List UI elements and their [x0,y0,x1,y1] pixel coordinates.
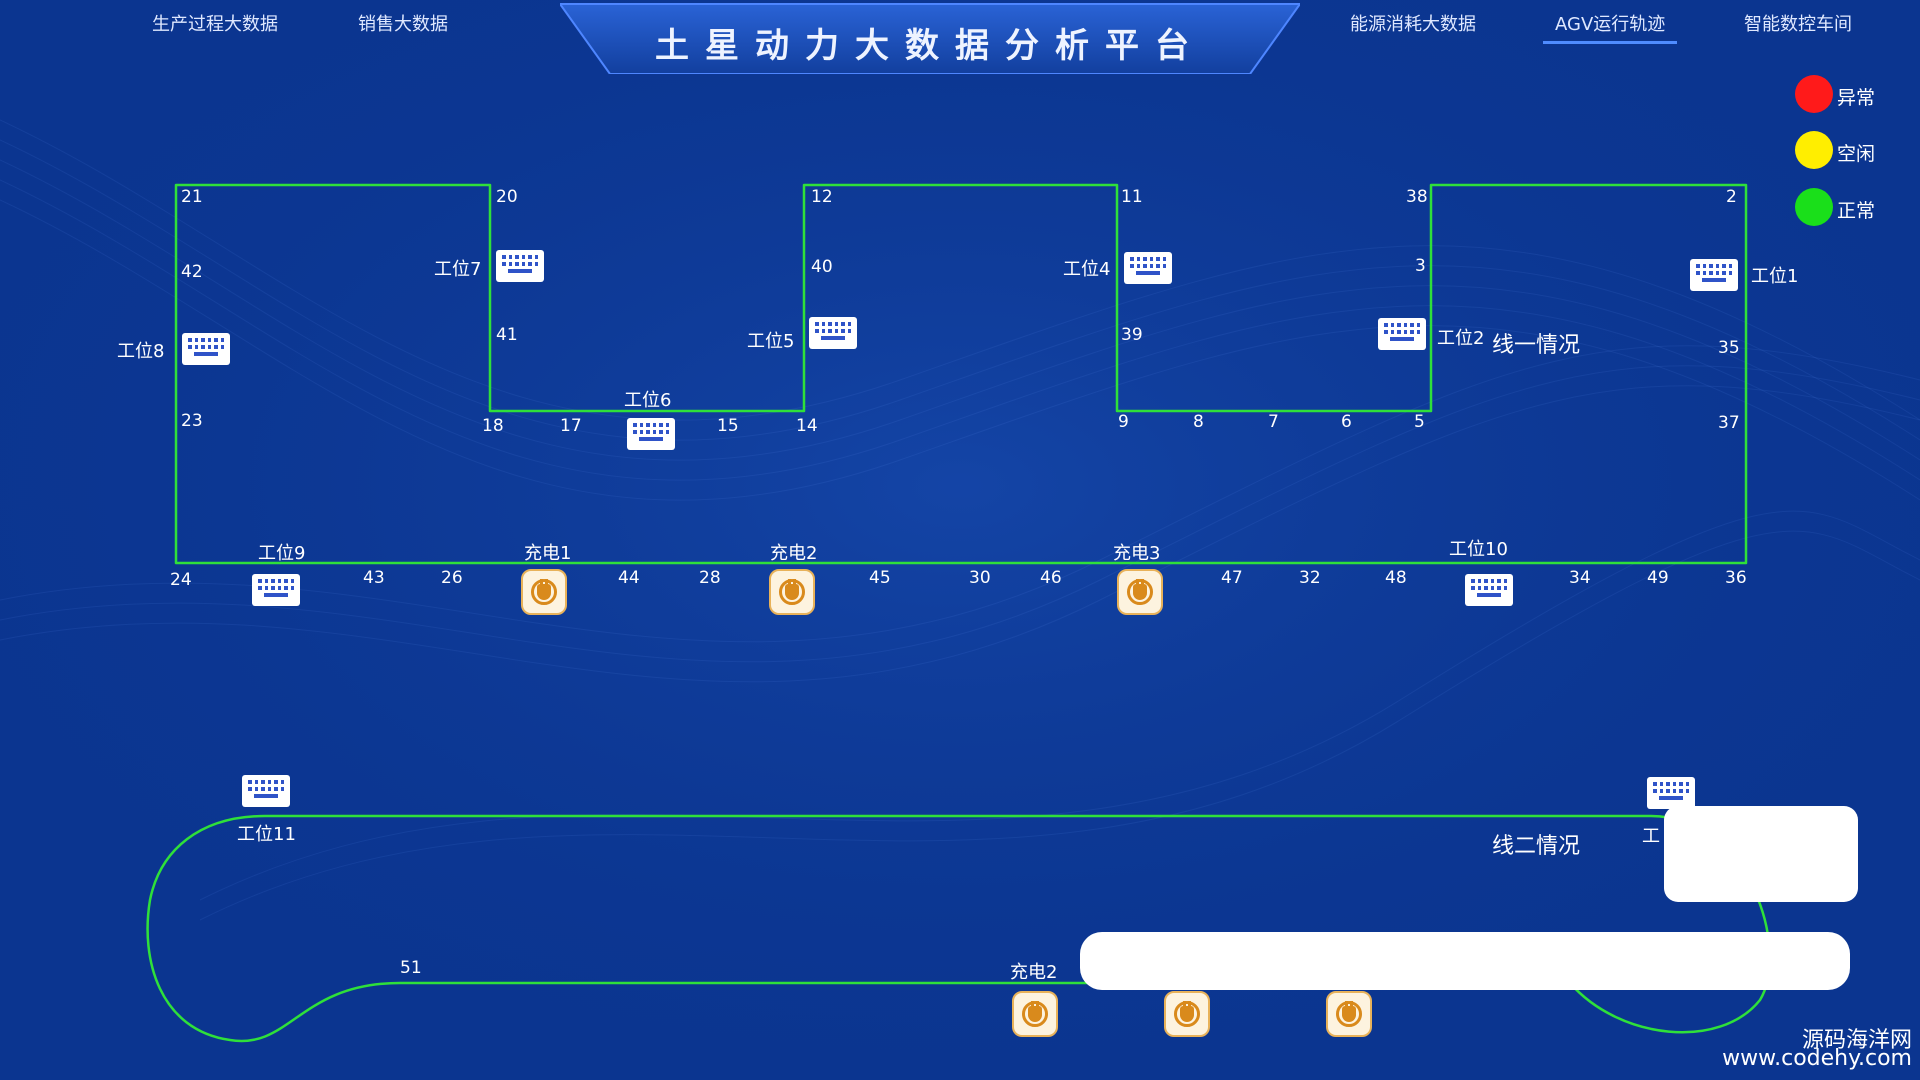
charger-2-icon[interactable] [769,569,815,615]
track-node: 26 [441,568,463,588]
station-label-7: 工位7 [434,259,482,280]
status-dot-red [1795,75,1833,113]
track-node: 32 [1299,568,1321,588]
station-label-12: 工 [1642,826,1660,847]
station-label-10: 工位10 [1449,539,1508,560]
station-label-2: 工位2 [1437,328,1485,349]
tab-production[interactable]: 生产过程大数据 [152,14,278,35]
station-label-4: 工位4 [1063,259,1111,280]
track-node: 11 [1121,187,1143,207]
station-4-icon[interactable] [1124,252,1172,284]
station-12-icon[interactable] [1647,777,1695,809]
charger-line2-b-icon[interactable] [1164,991,1210,1037]
track-node: 39 [1121,325,1143,345]
track-node: 6 [1341,412,1352,432]
track-node: 40 [811,257,833,277]
track-node: 21 [181,187,203,207]
track-node: 24 [170,570,192,590]
station-10-icon[interactable] [1465,574,1513,606]
track-node: 30 [969,568,991,588]
track-node: 23 [181,411,203,431]
watermark-url: www.codehy.com [1722,1046,1912,1071]
charger-label-1: 充电1 [524,543,572,564]
station-label-11: 工位11 [237,824,296,845]
station-9-icon[interactable] [252,574,300,606]
charger-line2-a-icon[interactable] [1012,991,1058,1037]
track-node: 2 [1726,187,1737,207]
track-node: 36 [1725,568,1747,588]
track-node: 8 [1193,412,1204,432]
track-node: 20 [496,187,518,207]
track-node: 3 [1415,256,1426,276]
track-node: 46 [1040,568,1062,588]
legend-label: 空闲 [1837,143,1876,165]
tab-agv-track[interactable]: AGV运行轨迹 [1543,10,1678,44]
station-6-icon[interactable] [627,418,675,450]
station-label-9: 工位9 [258,543,306,564]
station-1-icon[interactable] [1690,259,1738,291]
station-7-icon[interactable] [496,250,544,282]
charger-label-3: 充电3 [1113,543,1161,564]
line2-title: 线二情况 [1492,834,1581,859]
watermark: 源码海洋网 [1801,1028,1912,1053]
tab-cnc-workshop[interactable]: 智能数控车间 [1744,14,1852,35]
track-node: 7 [1268,412,1279,432]
track-node: 5 [1414,412,1425,432]
charger-line2-c-icon[interactable] [1326,991,1372,1037]
title-plate [560,3,1300,74]
status-dot-yellow [1795,131,1833,169]
track-node: 35 [1718,338,1740,358]
track-node: 44 [618,568,640,588]
tab-sales[interactable]: 销售大数据 [358,14,448,35]
page-title: 土星动力大数据分析平台 [655,26,1205,66]
station-11-icon[interactable] [242,775,290,807]
station-8-icon[interactable] [182,333,230,365]
track-node: 18 [482,416,504,436]
track-node: 12 [811,187,833,207]
track-node: 45 [869,568,891,588]
charger-label-line2: 充电2 [1010,962,1058,983]
charger-label-2: 充电2 [770,543,818,564]
track-node: 38 [1406,187,1428,207]
track-node: 51 [400,958,422,978]
track-node: 17 [560,416,582,436]
charger-3-icon[interactable] [1117,569,1163,615]
track-node: 43 [363,568,385,588]
track-node: 49 [1647,568,1669,588]
redaction-mask [1664,806,1858,902]
track-node: 47 [1221,568,1243,588]
track-node: 34 [1569,568,1591,588]
track-node: 41 [496,325,518,345]
station-2-icon[interactable] [1378,318,1426,350]
track-node: 28 [699,568,721,588]
track-node: 42 [181,262,203,282]
line1-title: 线一情况 [1492,333,1581,358]
track-node: 15 [717,416,739,436]
redaction-mask [1080,932,1850,990]
track-node: 48 [1385,568,1407,588]
station-label-8: 工位8 [117,341,165,362]
station-label-5: 工位5 [747,331,795,352]
track-node: 14 [796,416,818,436]
legend-label: 正常 [1837,200,1876,222]
station-label-1: 工位1 [1751,266,1799,287]
station-5-icon[interactable] [809,317,857,349]
status-dot-green [1795,188,1833,226]
track-node: 9 [1118,412,1129,432]
station-label-6: 工位6 [624,390,672,411]
legend-label: 异常 [1837,87,1876,109]
track-node: 37 [1718,413,1740,433]
tab-energy[interactable]: 能源消耗大数据 [1350,14,1476,35]
charger-1-icon[interactable] [521,569,567,615]
line1-track [174,183,1748,565]
